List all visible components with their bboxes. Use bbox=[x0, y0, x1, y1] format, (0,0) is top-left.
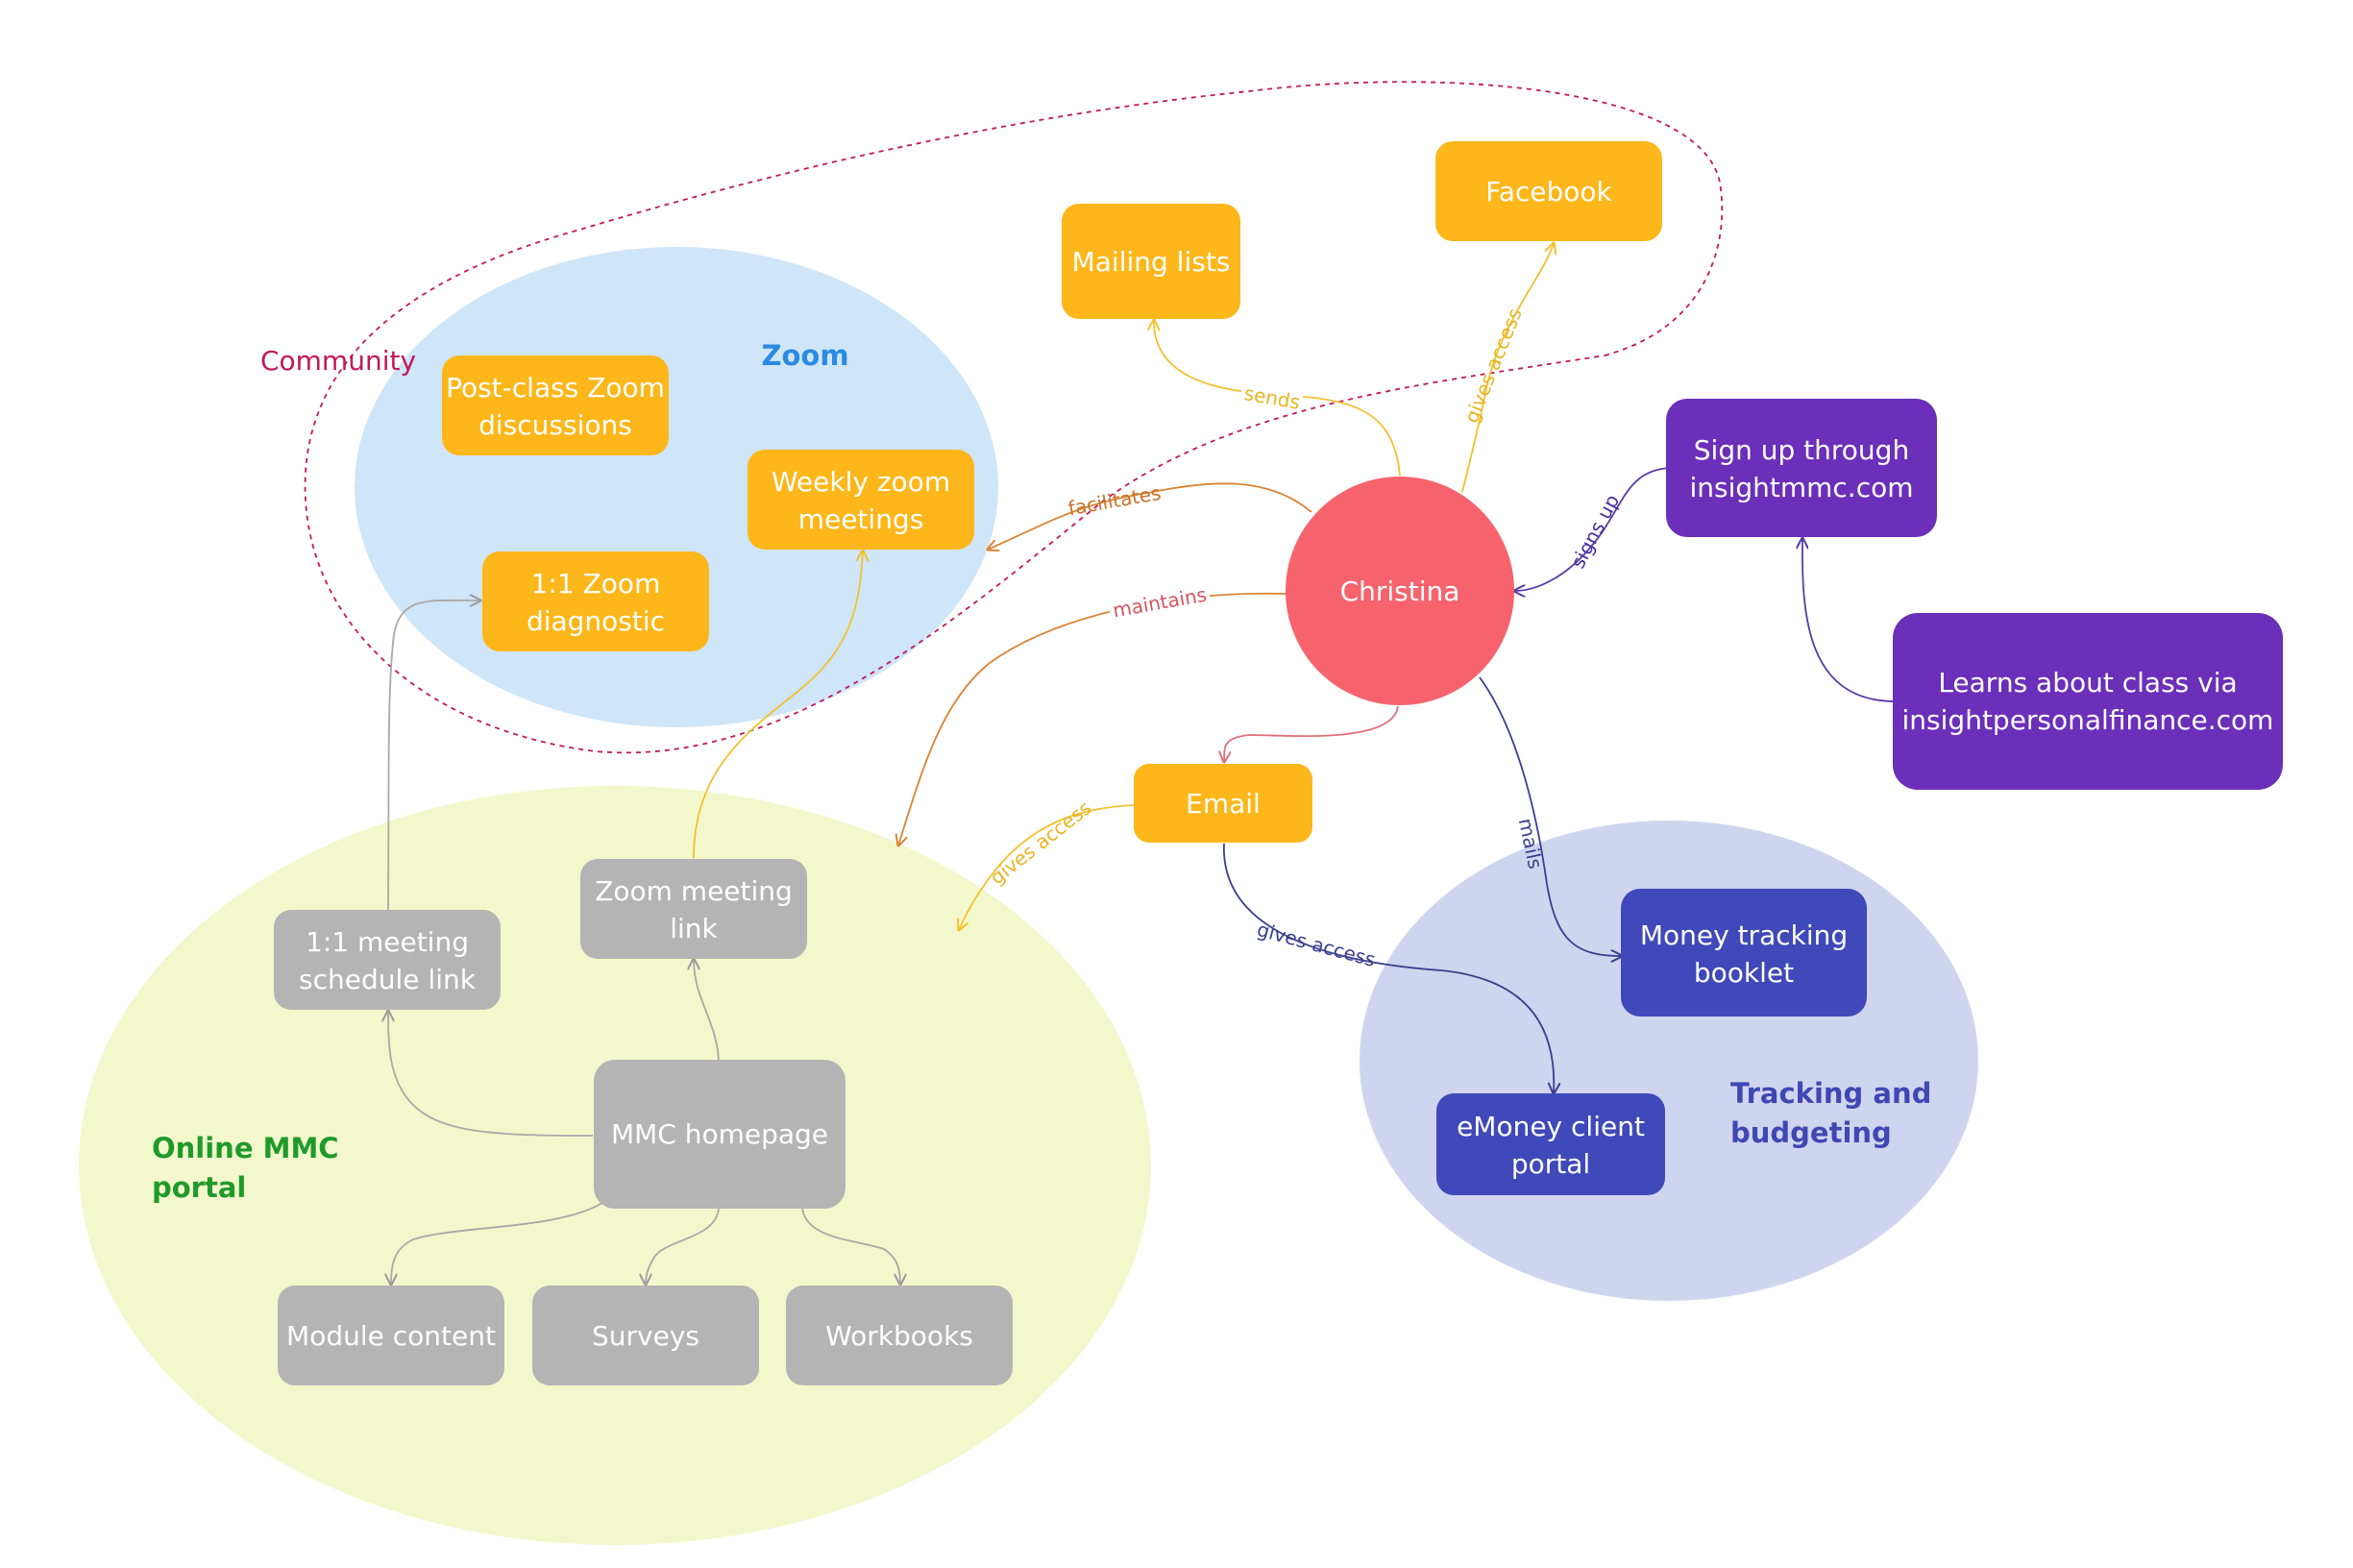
edge-christina-email bbox=[1224, 705, 1399, 762]
module-content-label: Module content bbox=[286, 1320, 496, 1352]
money-tracking-booklet-node[interactable]: Money tracking booklet bbox=[1621, 889, 1867, 1017]
email-node[interactable]: Email bbox=[1134, 764, 1312, 843]
money-tracking-booklet-label-line1: Money tracking bbox=[1640, 919, 1848, 951]
edge-learns-signup bbox=[1802, 538, 1897, 702]
edge-homepage-surveys bbox=[646, 1208, 720, 1285]
signup-node[interactable]: Sign up through insightmmc.com bbox=[1666, 399, 1937, 537]
community-boundary bbox=[304, 81, 1724, 754]
edge-signup-christina bbox=[1514, 467, 1671, 591]
mailing-lists-node[interactable]: Mailing lists bbox=[1062, 204, 1240, 319]
email-label: Email bbox=[1186, 788, 1261, 820]
zoom-meeting-link-label-line1: Zoom meeting bbox=[595, 875, 793, 907]
edge-email-emoney bbox=[1223, 843, 1554, 1093]
edge-christina-facebook bbox=[1461, 243, 1554, 493]
edge-email-portal bbox=[959, 804, 1138, 930]
surveys-node[interactable]: Surveys bbox=[532, 1286, 759, 1385]
emoney-portal-label-line2: portal bbox=[1511, 1148, 1590, 1180]
edge-homepage-zoom-link bbox=[694, 959, 720, 1061]
label-bg-sends bbox=[1241, 386, 1303, 409]
zoom-diagnostic-label-line1: 1:1 Zoom bbox=[531, 568, 661, 600]
module-content-node[interactable]: Module content bbox=[278, 1286, 504, 1385]
edge-label-gives-access-portal: gives access bbox=[986, 796, 1096, 890]
schedule-link-node[interactable]: 1:1 meeting schedule link bbox=[274, 910, 501, 1010]
label-bg-maintains bbox=[1110, 591, 1210, 614]
mmc-homepage-label: MMC homepage bbox=[611, 1118, 828, 1150]
facebook-label: Facebook bbox=[1485, 176, 1612, 208]
post-class-zoom-node[interactable]: Post-class Zoom discussions bbox=[442, 355, 669, 455]
emoney-portal-label-line1: eMoney client bbox=[1457, 1111, 1645, 1142]
christina-label: Christina bbox=[1340, 576, 1460, 607]
schedule-link-label-line1: 1:1 meeting bbox=[306, 926, 469, 958]
zoom-group-label: Zoom bbox=[761, 339, 848, 372]
edge-label-signs-up: signs up bbox=[1566, 491, 1624, 573]
learns-label-line2: insightpersonalfinance.com bbox=[1902, 704, 2274, 736]
edge-homepage-schedule-link bbox=[388, 1011, 594, 1137]
edge-homepage-module bbox=[391, 1202, 603, 1285]
zoom-diagnostic-node[interactable]: 1:1 Zoom diagnostic bbox=[482, 551, 709, 651]
portal-group-label-line2: portal bbox=[152, 1171, 246, 1204]
post-class-zoom-label-line2: discussions bbox=[478, 409, 632, 441]
signup-label-line2: insightmmc.com bbox=[1689, 472, 1913, 503]
edge-homepage-workbooks bbox=[801, 1208, 900, 1285]
zoom-diagnostic-label-line2: diagnostic bbox=[527, 605, 665, 637]
edge-christina-weekly-zoom bbox=[988, 482, 1312, 550]
signup-label-line1: Sign up through bbox=[1694, 434, 1909, 466]
edge-zoom-link-weekly-zoom bbox=[693, 551, 863, 859]
workbooks-node[interactable]: Workbooks bbox=[786, 1286, 1013, 1385]
christina-node[interactable] bbox=[1286, 477, 1514, 705]
edge-label-gives-access-facebook: gives access bbox=[1459, 305, 1527, 426]
edge-christina-booklet bbox=[1479, 676, 1622, 956]
zoom-meeting-link-label-line2: link bbox=[670, 913, 718, 944]
facebook-node[interactable]: Facebook bbox=[1435, 141, 1662, 241]
learns-node[interactable]: Learns about class via insightpersonalfi… bbox=[1893, 613, 2283, 790]
edge-label-maintains: maintains bbox=[1111, 583, 1208, 623]
post-class-zoom-label-line1: Post-class Zoom bbox=[446, 372, 665, 404]
portal-group-label-line1: Online MMC bbox=[152, 1132, 339, 1164]
mailing-lists-label: Mailing lists bbox=[1072, 246, 1231, 278]
zoom-meeting-link-node[interactable]: Zoom meeting link bbox=[580, 859, 807, 959]
tracking-group-label-line2: budgeting bbox=[1730, 1116, 1892, 1149]
emoney-portal-node[interactable]: eMoney client portal bbox=[1436, 1093, 1665, 1195]
weekly-zoom-label-line1: Weekly zoom bbox=[772, 466, 950, 498]
schedule-link-label-line2: schedule link bbox=[299, 964, 477, 995]
workbooks-label: Workbooks bbox=[825, 1320, 973, 1352]
money-tracking-booklet-label-line2: booklet bbox=[1694, 957, 1794, 989]
edge-schedule-link-diagnostic bbox=[387, 600, 480, 911]
edge-label-gives-access-emoney: gives access bbox=[1255, 918, 1378, 971]
edge-label-facilitates: facilitates bbox=[1066, 481, 1163, 521]
weekly-zoom-node[interactable]: Weekly zoom meetings bbox=[748, 450, 974, 550]
mmc-homepage-node[interactable]: MMC homepage bbox=[594, 1060, 846, 1209]
surveys-label: Surveys bbox=[592, 1320, 699, 1352]
community-group-label: Community bbox=[260, 345, 416, 377]
learns-label-line1: Learns about class via bbox=[1938, 667, 2237, 698]
weekly-zoom-label-line2: meetings bbox=[798, 503, 924, 535]
tracking-group-label-line1: Tracking and bbox=[1730, 1077, 1931, 1110]
